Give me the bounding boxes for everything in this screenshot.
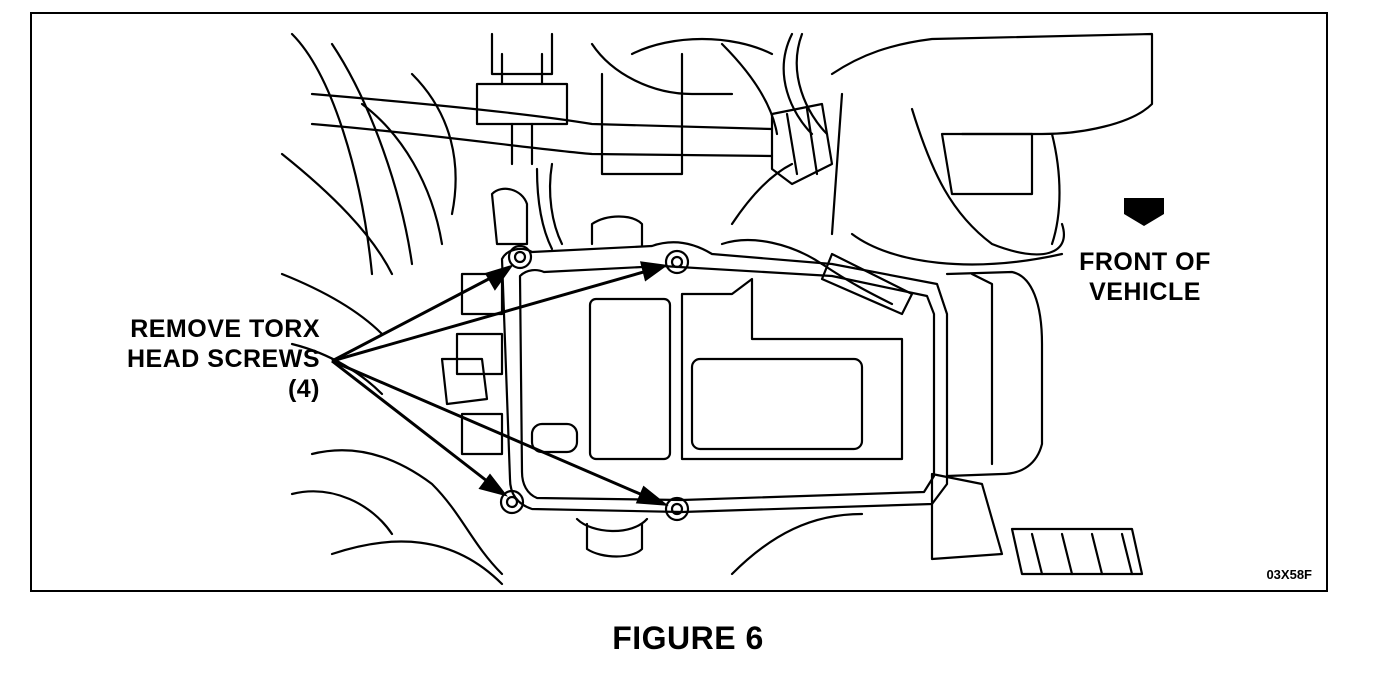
front-line-1: FRONT OF — [1079, 248, 1211, 276]
front-arrow-icon — [1124, 198, 1164, 226]
illustration-frame: REMOVE TORX HEAD SCREWS (4) FRONT OF VEH… — [30, 12, 1328, 592]
callout-line-1: REMOVE TORX — [130, 315, 320, 343]
remove-screws-callout: REMOVE TORX HEAD SCREWS (4) — [104, 314, 320, 404]
front-of-vehicle-callout: FRONT OF VEHICLE — [1070, 247, 1220, 307]
engine-illustration — [280, 32, 1164, 586]
figure-caption: FIGURE 6 — [612, 620, 764, 656]
callout-line-3: (4) — [287, 375, 320, 403]
figure-code: 03X58F — [1266, 567, 1312, 582]
callout-line-2: HEAD SCREWS — [126, 345, 320, 373]
front-line-2: VEHICLE — [1089, 278, 1201, 306]
